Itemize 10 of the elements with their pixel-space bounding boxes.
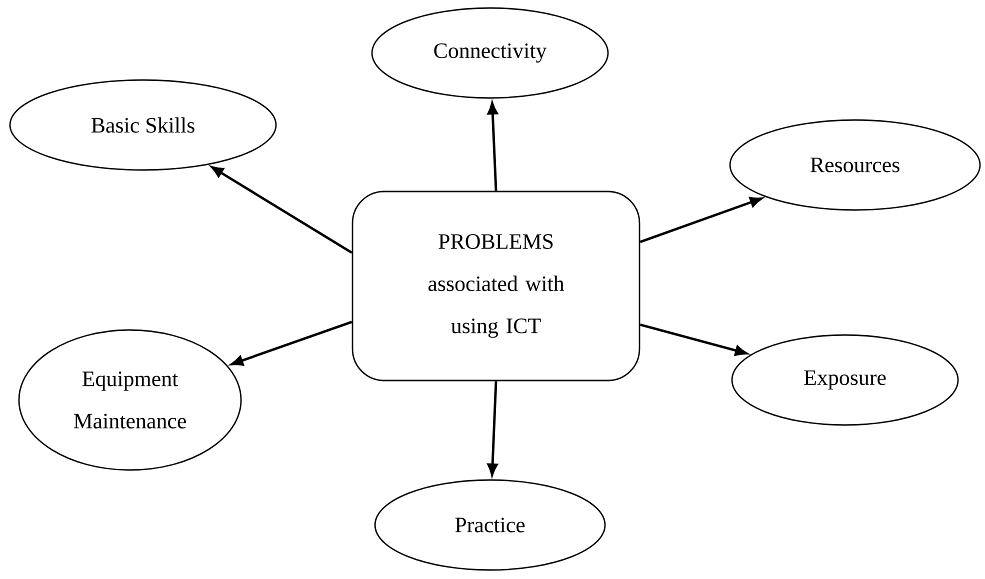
ellipse-node: Equipment Maintenance xyxy=(18,329,242,471)
ellipse-node: Exposure xyxy=(731,334,959,426)
central-box: PROBLEMS associated with using ICT xyxy=(352,190,640,382)
ellipse-node: Practice xyxy=(374,479,606,571)
ellipse-node: Resources xyxy=(729,119,981,211)
ellipse-node: Connectivity xyxy=(371,7,609,99)
arrow xyxy=(211,166,352,254)
ellipse-node: Basic Skills xyxy=(9,79,277,171)
arrow xyxy=(640,323,748,356)
arrow xyxy=(640,197,762,244)
